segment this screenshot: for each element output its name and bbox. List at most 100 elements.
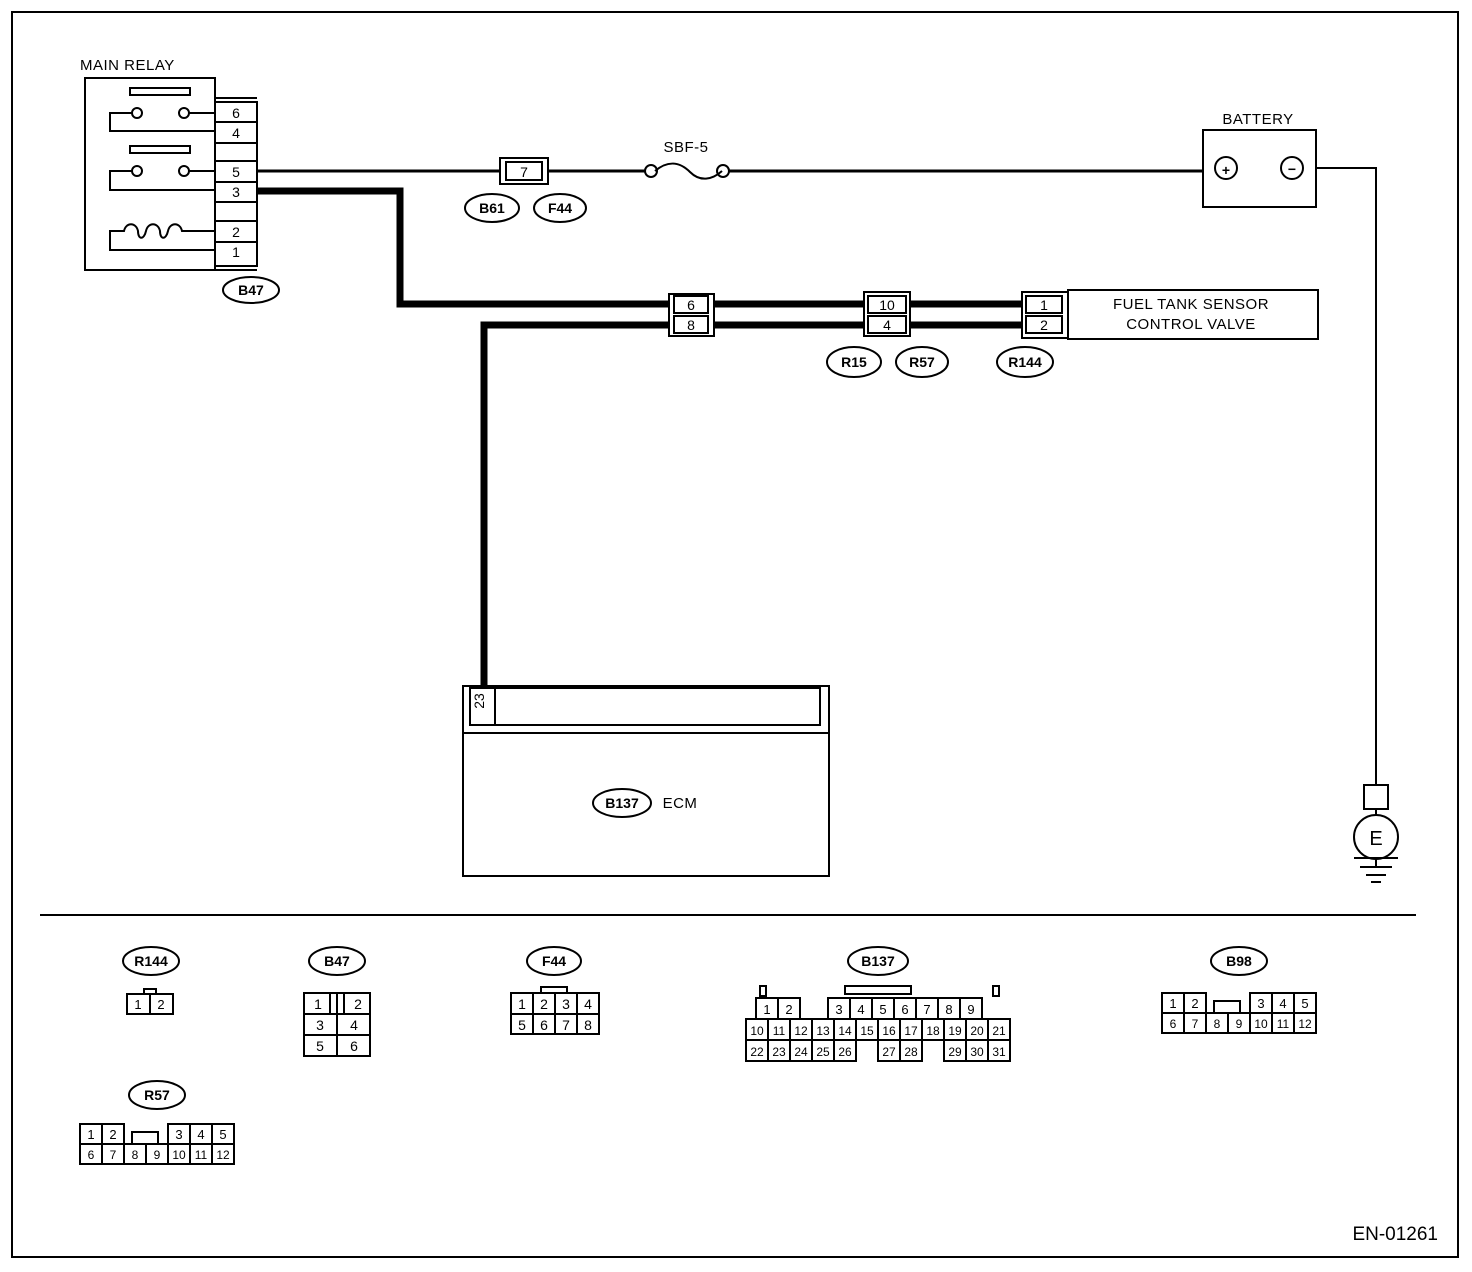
valve-label-line1: FUEL TANK SENSOR — [1113, 296, 1269, 313]
b98-pin-label: 4 — [1279, 996, 1286, 1011]
b137-pin-label: 11 — [773, 1024, 786, 1038]
tag-f44: F44 — [548, 200, 572, 216]
f44-view-pin: 4 — [584, 996, 592, 1012]
ground-label: E — [1369, 828, 1382, 850]
b137-pin-label: 4 — [857, 1002, 864, 1017]
relay-pin-5: 5 — [232, 164, 240, 180]
tag-r15: R15 — [841, 354, 867, 370]
battery-plus-icon: + — [1222, 162, 1230, 178]
b137-pin-label: 2 — [785, 1002, 792, 1017]
b98-key — [1213, 1000, 1241, 1014]
relay-pin-3: 3 — [232, 184, 240, 200]
b137-pin-label: 31 — [992, 1045, 1006, 1059]
b137-pin-label: 12 — [794, 1024, 808, 1038]
b47-view-pin: 4 — [350, 1017, 358, 1033]
fuse-connector: 7 B61 F44 — [464, 157, 587, 223]
b98-pin-label: 6 — [1170, 1017, 1177, 1031]
b98-pin-label: 7 — [1192, 1017, 1199, 1031]
b137-pin-label: 25 — [816, 1045, 830, 1059]
b137-pin-label: 18 — [926, 1024, 940, 1038]
b98-pin-label: 11 — [1277, 1017, 1290, 1031]
inline1-pin-8: 8 — [687, 317, 695, 333]
b47-view-pin: 2 — [354, 996, 362, 1012]
r57-pin-label: 7 — [110, 1148, 117, 1162]
b137-pin-label: 23 — [772, 1045, 786, 1059]
f44-view-pin: 6 — [540, 1017, 548, 1033]
valve-label-line2: CONTROL VALVE — [1126, 316, 1256, 333]
b47-view-pin: 3 — [316, 1017, 324, 1033]
b98-pin-label: 8 — [1214, 1017, 1221, 1031]
b137-pin-label: 3 — [835, 1002, 842, 1017]
b98-cell — [1293, 1012, 1317, 1034]
b137-pin-label: 20 — [970, 1024, 984, 1038]
tag-view-b98: B98 — [1226, 953, 1252, 969]
tag-b137: B137 — [605, 795, 639, 811]
valve-pin-2: 2 — [1040, 317, 1048, 333]
inline-connector-2: 10 4 R15 R57 — [826, 291, 949, 378]
tag-r57: R57 — [909, 354, 935, 370]
relay-pin-2: 2 — [232, 224, 240, 240]
b137-pin-label: 17 — [904, 1024, 918, 1038]
r57-pin-label: 10 — [172, 1148, 186, 1162]
f44-view-pin: 2 — [540, 996, 548, 1012]
r144-view-pin: 1 — [134, 997, 141, 1012]
relay-pin-6: 6 — [232, 105, 240, 121]
tag-view-r144: R144 — [134, 953, 168, 969]
main-relay-label: MAIN RELAY — [80, 57, 175, 74]
b137-pin-label: 13 — [816, 1024, 830, 1038]
r57-key — [131, 1131, 159, 1145]
b98-pin-label: 3 — [1257, 996, 1264, 1011]
b137-pin-label: 30 — [970, 1045, 984, 1059]
fuel-tank-sensor-control-valve: 1 2 FUEL TANK SENSOR CONTROL VALVE R144 — [996, 289, 1319, 378]
f44-view-pin: 7 — [562, 1017, 570, 1033]
b47-view-pin: 1 — [314, 996, 322, 1012]
b98-pin-label: 9 — [1236, 1017, 1243, 1031]
inline2-pin-4: 4 — [883, 317, 891, 333]
b137-cell — [899, 1039, 923, 1062]
battery-label: BATTERY — [1222, 111, 1293, 128]
b137-pin-label: 29 — [948, 1045, 962, 1059]
connector-view-r144: R144 1 2 — [122, 946, 180, 1015]
r57-pin-label: 5 — [219, 1127, 226, 1142]
r57-pin-label: 1 — [87, 1127, 94, 1142]
r57-pin-label: 3 — [175, 1127, 182, 1142]
f44-view-pin: 1 — [518, 996, 526, 1012]
tag-view-f44: F44 — [542, 953, 566, 969]
b137-pin-label: 8 — [945, 1002, 952, 1017]
document-id: EN-01261 — [1352, 1224, 1438, 1245]
b137-pin-label: 19 — [948, 1024, 962, 1038]
b137-pin-label: 27 — [882, 1045, 896, 1059]
battery: BATTERY + − — [1202, 111, 1317, 208]
tag-view-b47: B47 — [324, 953, 350, 969]
fuse-icon — [654, 162, 723, 180]
relay-coil-icon — [109, 223, 215, 251]
ecm: 23 B137 ECM — [462, 685, 830, 877]
r57-pin-label: 2 — [109, 1127, 116, 1142]
inline-connector-1: 6 8 — [668, 293, 715, 337]
tag-r144: R144 — [1008, 354, 1042, 370]
r57-pin-label: 11 — [195, 1148, 208, 1162]
valve-pin-1: 1 — [1040, 297, 1048, 313]
b137-pin-label: 24 — [794, 1045, 808, 1059]
b137-pin-label: 21 — [992, 1024, 1006, 1038]
f44-view-pin: 3 — [562, 996, 570, 1012]
battery-minus-icon: − — [1288, 161, 1296, 177]
wires — [257, 162, 1377, 785]
b137-pin-label: 28 — [904, 1045, 918, 1059]
b137-cell — [833, 1039, 857, 1062]
r57-pin-label: 12 — [216, 1148, 230, 1162]
b137-pin-label: 16 — [882, 1024, 896, 1038]
b137-pin-label: 15 — [860, 1024, 874, 1038]
fuse-label: SBF-5 — [663, 139, 708, 156]
r57-pin-label: 8 — [132, 1148, 139, 1162]
b47-view-pin: 6 — [350, 1038, 358, 1054]
b137-pin-label: 10 — [750, 1024, 764, 1038]
fuse-conn-pin-7: 7 — [520, 164, 528, 180]
ecm-label: ECM — [663, 795, 698, 812]
inline1-pin-6: 6 — [687, 297, 695, 313]
r57-pin-label: 9 — [154, 1148, 161, 1162]
inline2-pin-10: 10 — [879, 297, 895, 313]
